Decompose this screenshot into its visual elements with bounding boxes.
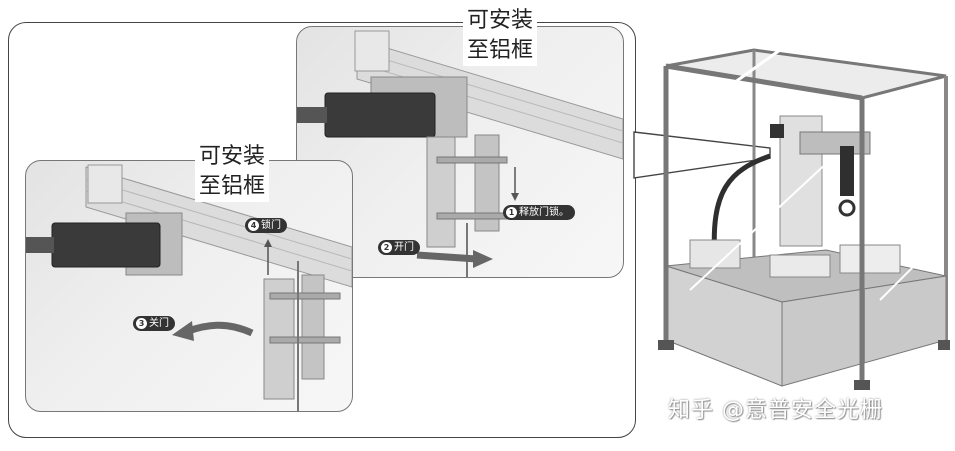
mount-label-line1: 可安装	[199, 144, 266, 169]
step-number: 2	[381, 242, 392, 253]
mount-label-front: 可安装 至铝框	[195, 142, 270, 202]
robot-cell-cabinet	[658, 48, 950, 390]
step-text: 锁门	[261, 220, 281, 231]
step-text: 关门	[149, 318, 169, 329]
step-number: 1	[506, 207, 517, 218]
step-number: 3	[136, 318, 147, 329]
mount-label-line2: 至铝框	[467, 38, 534, 63]
watermark: 知乎 @意普安全光栅	[668, 398, 883, 423]
mount-label-back: 可安装 至铝框	[463, 6, 538, 66]
mount-label-line2: 至铝框	[199, 174, 266, 199]
step-number: 4	[248, 220, 259, 231]
mount-label-line1: 可安装	[467, 8, 534, 33]
step-text: 释放门锁。	[519, 207, 569, 218]
step-text: 开门	[394, 242, 414, 253]
open-door-illustration	[297, 30, 623, 277]
panel-close-door	[25, 160, 353, 412]
close-door-illustration	[26, 164, 352, 411]
